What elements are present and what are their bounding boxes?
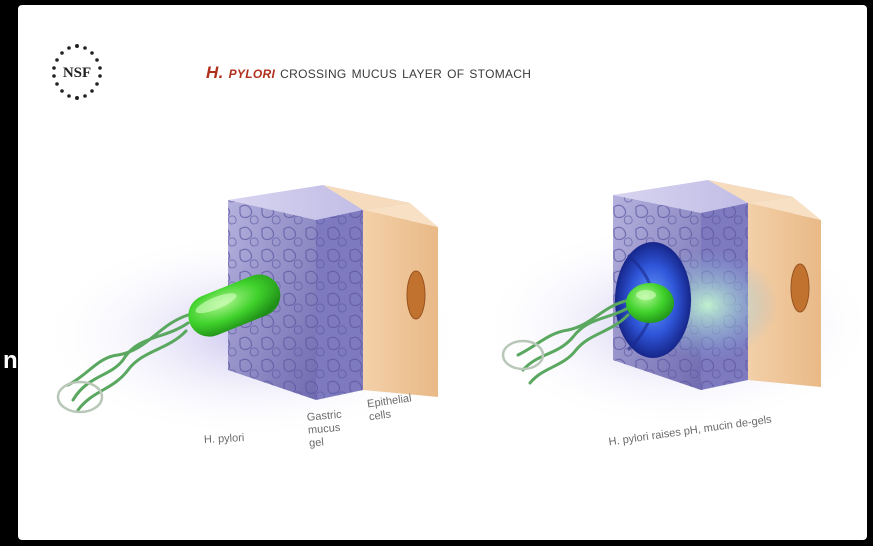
illustration-scene [18,5,867,540]
edge-fragment: n [3,347,18,375]
left-epithelium [363,210,438,397]
label-h-pylori: H. pylori [204,432,245,447]
right-bacterium [626,283,674,323]
right-nucleus [791,264,809,312]
label-gastric-mucus-gel: Gastric mucus gel [306,408,347,450]
left-nucleus [407,271,425,319]
illustration-panel: NSF H. pylori crossing mucus layer of st… [18,5,867,540]
